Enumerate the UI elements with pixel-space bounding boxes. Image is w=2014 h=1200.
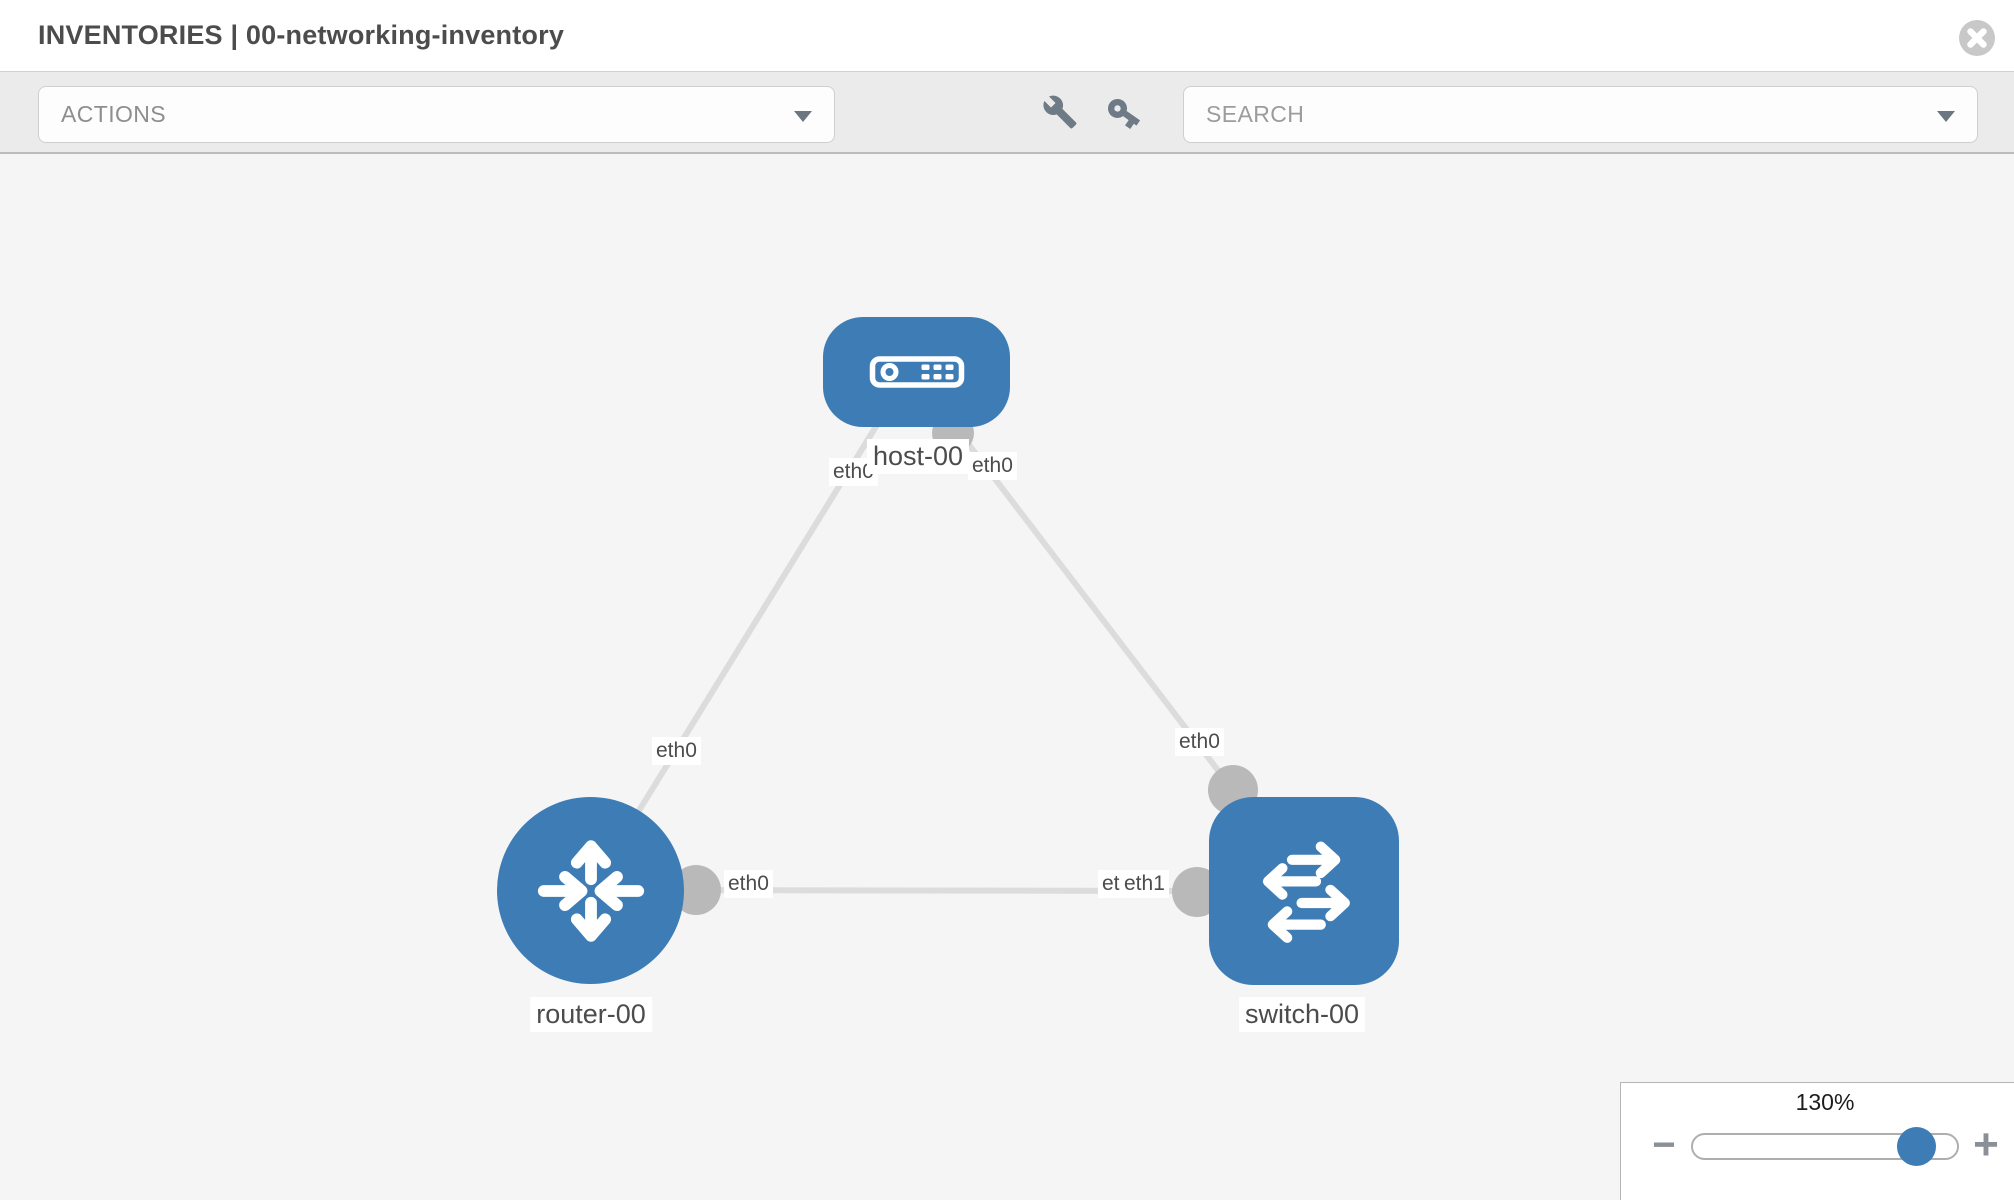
zoom-out-button[interactable]: −: [1652, 1123, 1676, 1167]
node-label-router-00: router-00: [530, 997, 652, 1032]
switch-arrows-icon: [1262, 841, 1350, 943]
tools-button[interactable]: [1042, 94, 1082, 134]
search-dropdown-label: SEARCH: [1206, 101, 1305, 127]
router-arrows-icon: [537, 839, 644, 942]
node-label-switch-00: switch-00: [1238, 997, 1366, 1032]
node-label-host-00: host-00: [866, 439, 970, 474]
zoom-in-button[interactable]: +: [1973, 1120, 1999, 1169]
search-dropdown[interactable]: SEARCH: [1183, 86, 1978, 143]
node-router-00[interactable]: [497, 797, 684, 984]
interface-label-mid-router-side: eth0: [724, 870, 773, 898]
zoom-slider-thumb[interactable]: [1897, 1127, 1936, 1166]
chevron-down-icon: [1937, 111, 1955, 122]
node-switch-00[interactable]: [1209, 797, 1399, 985]
close-icon: [1959, 20, 1995, 56]
zoom-control-panel: 130% − +: [1620, 1082, 2014, 1200]
interface-label-near-router: eth0: [652, 737, 701, 765]
page-title: INVENTORIES | 00-networking-inventory: [38, 20, 565, 50]
chevron-down-icon: [794, 111, 812, 122]
interface-label-host-right: eth0: [968, 452, 1017, 480]
interface-label-mid-switch-over: eth1: [1120, 870, 1169, 898]
credentials-button[interactable]: [1105, 94, 1145, 134]
topology-links-layer: [587, 412, 1258, 917]
topology-canvas[interactable]: eth0 host-00 eth0 eth0 eth0 eth0 eth0 et…: [0, 154, 2014, 1200]
close-button[interactable]: [1958, 19, 1996, 57]
zoom-slider-track[interactable]: [1691, 1127, 1959, 1166]
toolbar: ACTIONS SEARCH: [0, 71, 2014, 154]
node-host-00[interactable]: [823, 317, 1010, 427]
key-icon: [1108, 98, 1141, 129]
interface-label-near-switch: eth0: [1175, 728, 1224, 756]
actions-dropdown-label: ACTIONS: [61, 101, 167, 127]
wrench-icon: [1043, 95, 1077, 129]
port-connector-router: [671, 865, 721, 915]
actions-dropdown[interactable]: ACTIONS: [38, 86, 835, 143]
zoom-level-value: 130%: [1795, 1089, 1855, 1115]
header: INVENTORIES | 00-networking-inventory: [0, 0, 2014, 71]
server-icon: [869, 356, 964, 388]
